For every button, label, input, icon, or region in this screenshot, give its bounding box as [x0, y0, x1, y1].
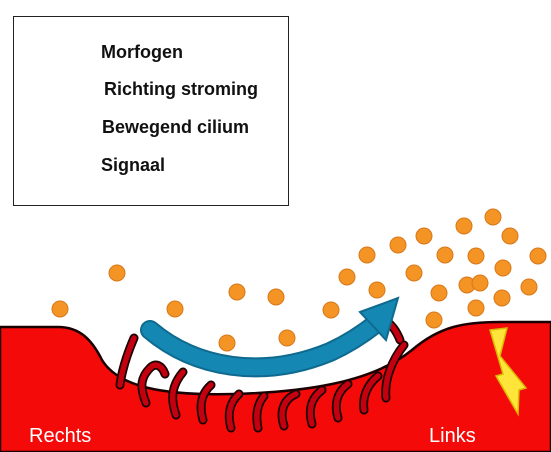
morphogen-dot [494, 259, 512, 277]
morphogen-dot [415, 227, 433, 245]
morphogen-dot [430, 284, 448, 302]
flow-arrow [140, 296, 400, 378]
legend-box [13, 16, 289, 206]
morphogen-dot [405, 264, 423, 282]
right-side-label: Rechts [29, 425, 92, 447]
morphogen-dot [520, 278, 538, 296]
morphogen-dot [484, 208, 502, 226]
legend-signal-label: Signaal [101, 155, 166, 175]
morphogen-dot [368, 281, 386, 299]
morphogen-dot [467, 299, 485, 317]
morphogen-dot [471, 274, 489, 292]
morphogen-dot [338, 268, 356, 286]
left-side-label: Links [429, 425, 476, 447]
morphogen-dot [278, 329, 296, 347]
legend-morphogen-label: Morfogen [101, 42, 183, 62]
morphogen-dot [228, 283, 246, 301]
morphogen-dot [493, 289, 511, 307]
morphogen-dot [455, 217, 473, 235]
morphogen-dots [51, 208, 547, 352]
morphogen-dot [389, 236, 407, 254]
lightning-icon [489, 327, 528, 417]
legend-cilium-label: Bewegend cilium [102, 117, 250, 137]
morphogen-dot [529, 247, 547, 265]
legend-flow-direction-label: Richting stroming [104, 79, 258, 99]
morphogen-dot [425, 311, 443, 329]
morphogen-dot [267, 288, 285, 306]
morphogen-dot [358, 246, 376, 264]
morphogen-dot [436, 246, 454, 264]
morphogen-dot [467, 247, 485, 265]
morphogen-dot [218, 334, 236, 352]
morphogen-dot [322, 301, 340, 319]
morphogen-dot [501, 227, 519, 245]
morphogen-dot [51, 300, 69, 318]
morphogen-dot [108, 264, 126, 282]
morphogen-dot [166, 300, 184, 318]
